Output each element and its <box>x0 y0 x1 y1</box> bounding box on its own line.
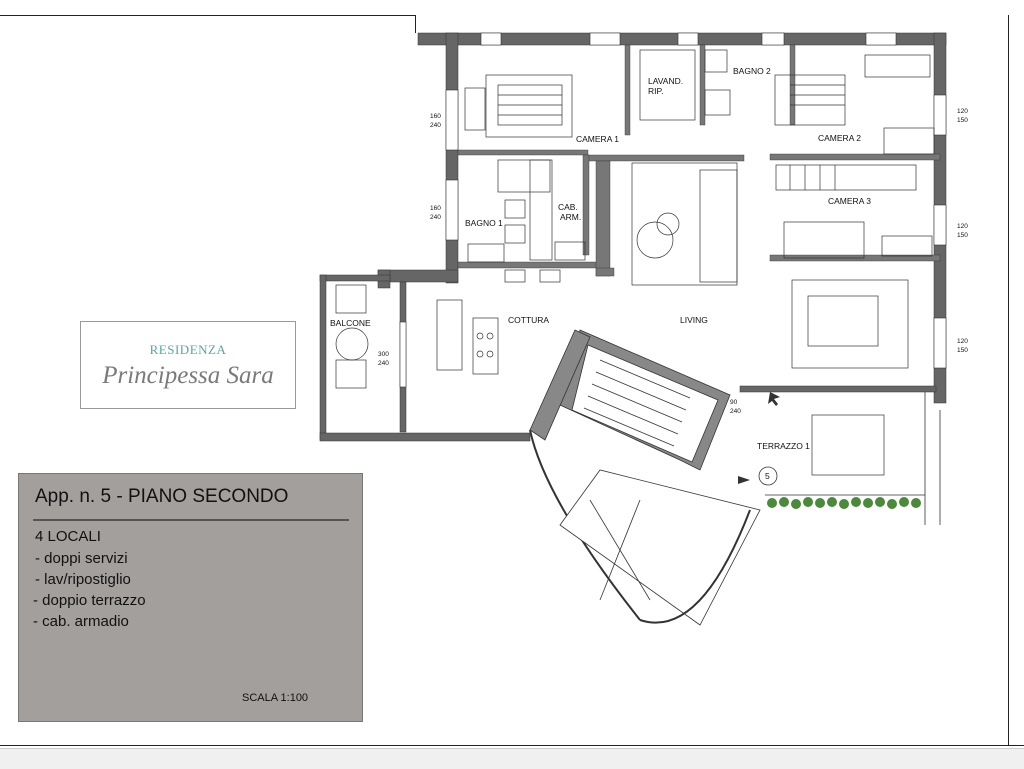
info-line: - doppio terrazzo <box>33 592 146 609</box>
label-lavand: LAVAND. <box>648 76 683 86</box>
terrace-edge <box>765 392 941 525</box>
windows <box>399 32 947 388</box>
label-bagno-2: BAGNO 2 <box>733 66 771 76</box>
scale-label: SCALA 1:100 <box>242 692 309 704</box>
residence-logo: RESIDENZA Principessa Sara <box>80 321 296 409</box>
title-divider <box>33 519 349 521</box>
frame-top-line-right <box>415 15 416 33</box>
dim-w6-bot: 240 <box>378 360 389 367</box>
frame-top-line <box>0 15 415 16</box>
dim-w3-bot: 150 <box>957 117 968 124</box>
dim-w1-top: 160 <box>430 113 441 120</box>
furniture <box>335 49 935 476</box>
dim-w1-bot: 240 <box>430 122 441 129</box>
dim-w4-top: 120 <box>957 223 968 230</box>
info-line: - cab. armadio <box>33 613 129 630</box>
label-cottura: COTTURA <box>508 315 549 325</box>
entry-arrows <box>738 392 780 484</box>
logo-brand: RESIDENZA <box>149 342 227 357</box>
label-living: LIVING <box>680 315 708 325</box>
dim-w2-top: 160 <box>430 205 441 212</box>
logo-name: Principessa Sara <box>102 362 274 389</box>
info-line: - lav/ripostiglio <box>35 571 131 588</box>
bottom-strip <box>0 748 1024 769</box>
dim-w3-top: 120 <box>957 108 968 115</box>
frame-bottom-line <box>0 745 1024 746</box>
stair-number-circle <box>758 466 778 486</box>
label-camera-3: CAMERA 3 <box>828 196 871 206</box>
label-camera-2: CAMERA 2 <box>818 133 861 143</box>
info-line: 4 LOCALI <box>35 528 101 545</box>
label-arm: ARM. <box>560 212 581 222</box>
apartment-info-box: App. n. 5 - PIANO SECONDO 4 LOCALI - dop… <box>18 473 363 722</box>
dim-w5-bot: 150 <box>957 347 968 354</box>
label-camera-1: CAMERA 1 <box>576 134 619 144</box>
dim-w5-top: 120 <box>957 338 968 345</box>
label-bagno-1: BAGNO 1 <box>465 218 503 228</box>
label-balcone: BALCONE <box>330 318 371 328</box>
label-rip: RIP. <box>648 86 663 96</box>
dim-w7-bot: 240 <box>730 408 741 415</box>
dim-w7-top: 90 <box>730 399 738 406</box>
label-stair-number: 5 <box>765 471 770 481</box>
info-line: - doppi servizi <box>35 550 128 567</box>
frame-right-line <box>1008 15 1009 745</box>
dim-w4-bot: 150 <box>957 232 968 239</box>
apartment-title: App. n. 5 - PIANO SECONDO <box>35 486 289 507</box>
dim-w2-bot: 240 <box>430 214 441 221</box>
terrace-plants <box>767 497 921 509</box>
stairwell <box>529 329 761 626</box>
label-terrazzo-1: TERRAZZO 1 <box>757 441 810 451</box>
label-cab: CAB. <box>558 202 578 212</box>
dim-w6-top: 300 <box>378 351 389 358</box>
